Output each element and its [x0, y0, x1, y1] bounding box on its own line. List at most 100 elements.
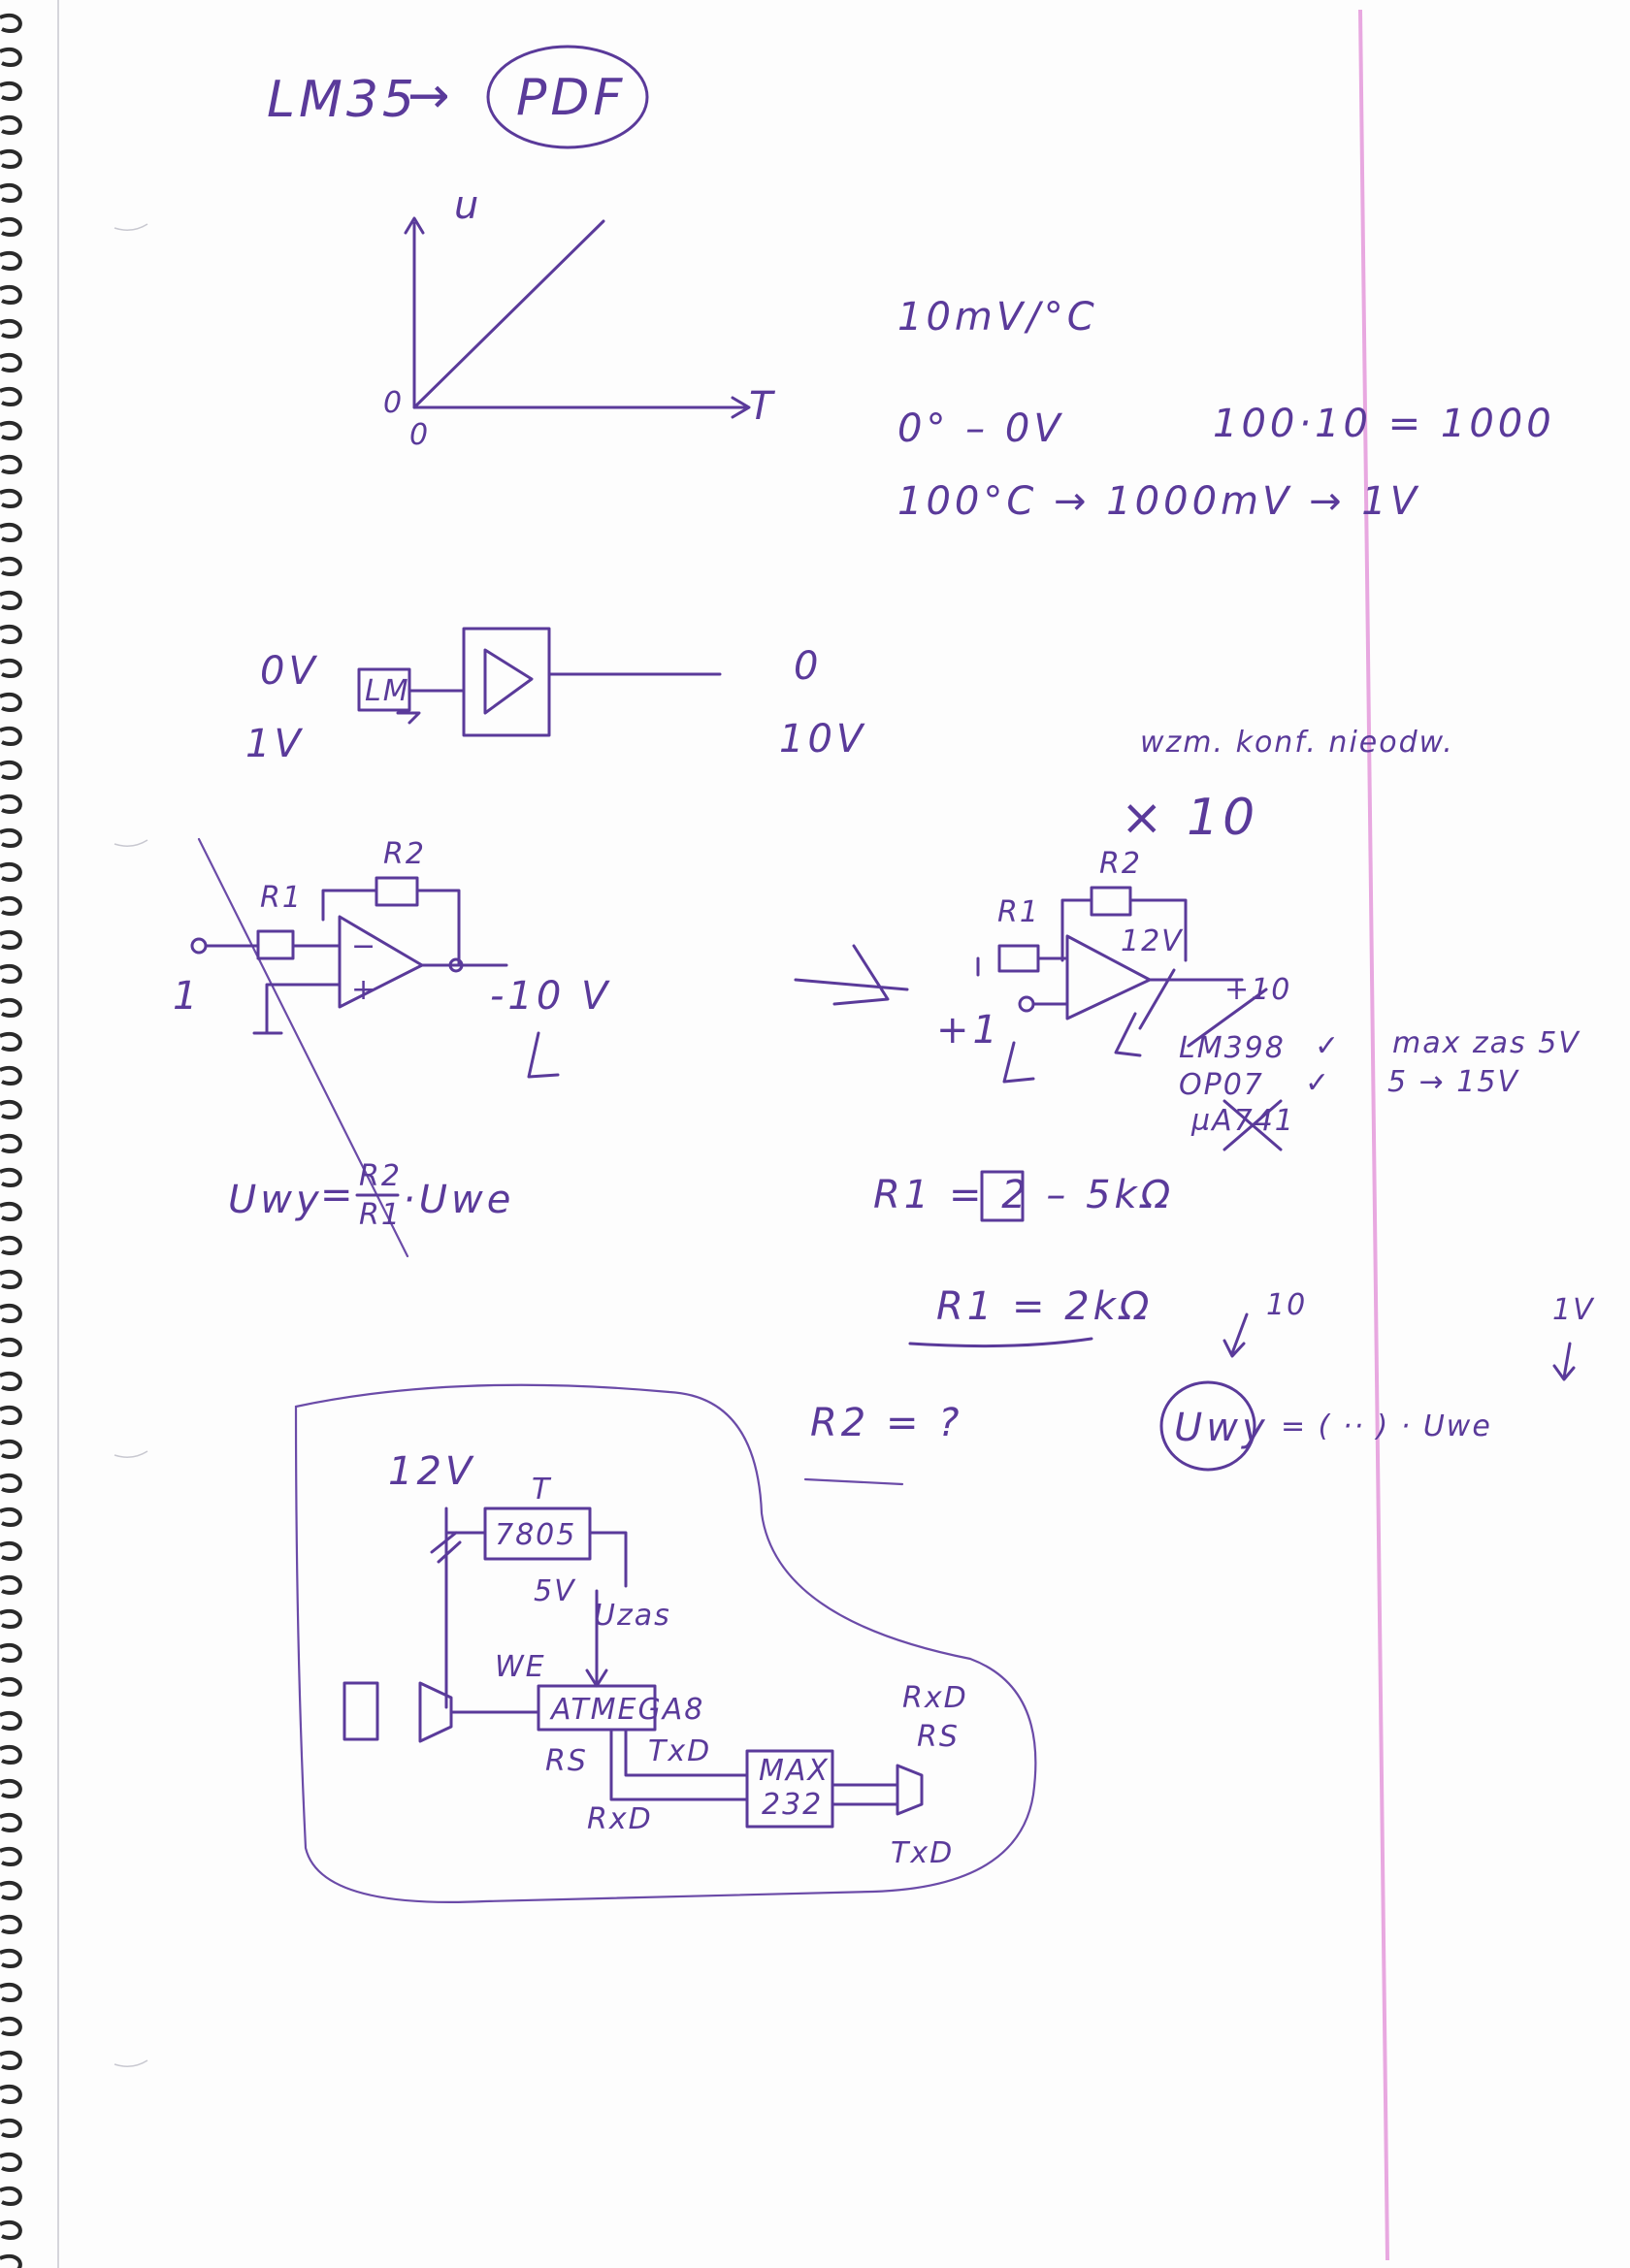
block-amp-box [462, 627, 551, 737]
ni-input: +1 [936, 1008, 1001, 1053]
sys-5v: 5V [534, 1574, 576, 1608]
graph-x-arrow [731, 396, 751, 419]
ni-arrow-10-mark [1222, 1312, 1249, 1358]
spiral-coil [0, 386, 22, 406]
sys-serial-wires [609, 1728, 749, 1801]
sys-txd-right: TxD [891, 1836, 954, 1870]
graph-x-label: T [749, 384, 776, 429]
spiral-coil [0, 2186, 22, 2206]
graph-y-arrow [404, 216, 425, 235]
sys-rs-right: RS [917, 1720, 960, 1754]
strike-line [197, 837, 409, 1258]
spiral-coil [0, 1608, 22, 1629]
ni-r2 [1090, 886, 1132, 917]
spiral-coil [0, 658, 22, 678]
spiral-coil [0, 81, 22, 101]
spiral-coil [0, 1065, 22, 1085]
sys-max-a: MAX [759, 1754, 830, 1788]
inv-r1 [256, 929, 295, 960]
spiral-coil [0, 2016, 22, 2036]
spiral-coil [0, 1778, 22, 1798]
inv-out-ground [527, 1031, 560, 1079]
spiral-coil [0, 2152, 22, 2172]
inv-plus: + [351, 973, 377, 1007]
ni-r2-q: R2 = ? [810, 1401, 962, 1445]
inv-opamp [338, 915, 424, 1009]
header: LM35 → PDF [267, 45, 649, 149]
spiral-coil [0, 2118, 22, 2138]
ni-scribble [794, 944, 909, 1006]
inv-r2 [375, 876, 419, 907]
formula-den: R1 [359, 1198, 402, 1232]
inv-r2-label: R2 [383, 837, 426, 871]
ni-arrow-1v: 1V [1552, 1293, 1595, 1327]
spiral-coil [0, 284, 22, 305]
spiral-coil [0, 895, 22, 916]
spiral-coil [0, 1099, 22, 1119]
sys-txd: TxD [648, 1734, 711, 1768]
sys-rs: RS [545, 1744, 588, 1778]
noninverting-amp: × 10 R2 R1 12V +1 +10 LM398 ✓ OP07 ✓ µA7… [794, 789, 1595, 1486]
block-in-top: 0V [260, 649, 319, 694]
spiral-coil [0, 114, 22, 135]
spiral-coil [0, 1405, 22, 1425]
spiral-coil [0, 1269, 22, 1289]
ni-part-1: LM398 [1179, 1031, 1286, 1065]
spiral-coil [0, 250, 22, 271]
ni-part-1-check: ✓ [1315, 1029, 1341, 1063]
sys-supply: 12V [388, 1449, 475, 1494]
spiral-coil [0, 2253, 22, 2268]
note-zero: 0° – 0V [897, 406, 1064, 451]
formula-num: R2 [359, 1159, 402, 1193]
spiral-coil [0, 216, 22, 237]
spiral-coil [0, 827, 22, 848]
spiral-coil [0, 1880, 22, 1900]
spiral-coil [0, 182, 22, 203]
ni-gain: × 10 [1121, 789, 1258, 847]
spiral-coil [0, 352, 22, 373]
spiral-coil [0, 963, 22, 984]
ni-opamp [1065, 934, 1152, 1021]
sys-supply-mark [430, 1531, 462, 1564]
ni-uwy-eq: = ( ·· ) · Uwe [1281, 1409, 1492, 1443]
header-arrow: → [408, 67, 454, 125]
spiral-coil [0, 692, 22, 712]
header-circled: PDF [516, 69, 626, 127]
spiral-coil [0, 1235, 22, 1255]
inverting-amp: R2 R1 − + 1 -10 V Uwy = R2 R1 ·Uwe [173, 837, 607, 1258]
spiral-coil [0, 1642, 22, 1663]
system-outline [294, 1383, 1037, 1903]
spiral-coil [0, 47, 22, 67]
inv-feedback [321, 889, 461, 967]
sys-mcu: ATMEGA8 [549, 1693, 704, 1727]
inv-minus: − [351, 929, 377, 963]
spiral-coil [0, 488, 22, 508]
block-ground [396, 711, 421, 725]
ni-uwy-circle [1159, 1380, 1256, 1472]
spiral-coil [0, 556, 22, 576]
ni-note-a: max zas 5V [1392, 1026, 1581, 1060]
sys-amp [418, 1681, 453, 1743]
spiral-coil [0, 1846, 22, 1866]
spiral-coil [0, 861, 22, 882]
ni-output: +10 [1224, 973, 1291, 1007]
spiral-coil [0, 1303, 22, 1323]
ni-r2-label: R2 [1099, 847, 1142, 881]
spiral-coil [0, 1133, 22, 1153]
notes: 10mV/°C 0° – 0V 100·10 = 1000 100°C → 10… [897, 295, 1551, 524]
margin-line [1358, 9, 1389, 2261]
spiral-coil [0, 1167, 22, 1187]
spiral-coil [0, 997, 22, 1018]
spiral-coil [0, 1337, 22, 1357]
graph-origin-y: 0 [383, 386, 404, 420]
spiral-coil [0, 148, 22, 169]
spiral-coil [0, 1201, 22, 1221]
sys-sensor [342, 1681, 379, 1741]
graph-line [412, 219, 605, 409]
graph-y-label: u [454, 183, 482, 228]
spiral-coil [0, 1744, 22, 1765]
spiral-coil [0, 1473, 22, 1493]
lm35-graph: u T 0 0 [383, 183, 776, 452]
spiral-coil [0, 1982, 22, 2002]
